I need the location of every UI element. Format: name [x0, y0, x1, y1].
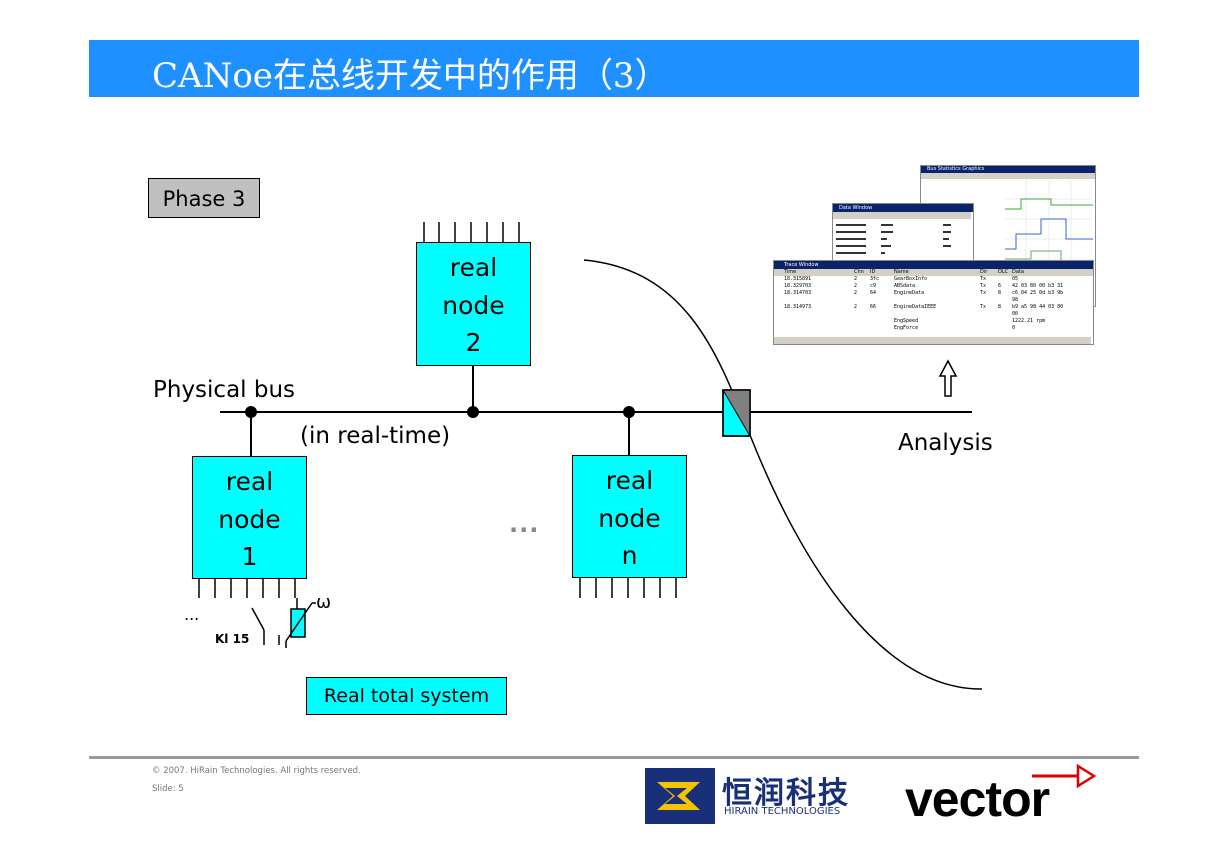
phase-label: Phase 3	[148, 178, 260, 218]
boundary-curve	[583, 259, 983, 690]
data-window-grid	[833, 212, 971, 254]
hirain-chinese-name: 恒润科技	[722, 776, 850, 811]
trace-col-time: Time	[784, 269, 797, 275]
trace-window: Trace Window Time Chn ID Name Dir DLC Da…	[773, 260, 1094, 345]
ellipsis-left: ...	[184, 605, 200, 624]
copyright-text: © 2007. HiRain Technologies. All rights …	[152, 766, 361, 776]
kl15-switch	[251, 607, 280, 645]
statistics-titlebar: Bus Statistics Graphics	[921, 166, 1095, 173]
trace-scrollbar[interactable]	[774, 337, 1091, 344]
up-arrow-icon	[938, 359, 958, 397]
real-total-system-label: Real total system	[306, 677, 507, 715]
noden-line2: node	[598, 503, 661, 533]
node2-line3: 2	[465, 328, 482, 357]
ellipsis-middle: ...	[509, 510, 540, 538]
noden-junction	[623, 406, 635, 418]
realtime-label: (in real-time)	[300, 423, 451, 449]
node2-line1: real	[449, 253, 498, 282]
node1-junction	[245, 406, 257, 418]
noden-pins	[579, 578, 677, 598]
node2-pins	[423, 222, 520, 242]
node1-pins	[198, 579, 296, 598]
node1-line2: node	[218, 504, 281, 534]
trace-titlebar: Trace Window	[774, 261, 1093, 269]
data-window-titlebar: Data Window	[833, 204, 973, 212]
real-node-1: real node 1	[192, 456, 307, 579]
sensor-element	[285, 598, 316, 648]
slide-title: CANoe在总线开发中的作用（3）	[152, 56, 669, 96]
noden-line3: n	[621, 541, 638, 570]
real-node-n: real node n	[572, 455, 687, 578]
real-node-2: real node 2	[416, 242, 531, 366]
trace-col-data: Data	[1012, 269, 1024, 275]
trace-col-dir: Dir	[980, 269, 988, 275]
hirain-logo-icon	[645, 768, 715, 824]
slide-number: Slide: 5	[152, 784, 184, 794]
interface-square-icon	[722, 389, 751, 437]
kl15-label: Kl 15	[215, 632, 250, 646]
title-bar: CANoe在总线开发中的作用（3）	[89, 40, 1139, 97]
footer-divider	[89, 756, 1139, 759]
omega-label: ω	[316, 592, 332, 613]
node2-junction	[467, 406, 479, 418]
noden-line1: real	[605, 466, 654, 495]
node1-line3: 1	[241, 542, 258, 571]
trace-col-id: ID	[870, 269, 876, 275]
node2-line2: node	[442, 290, 505, 320]
trace-header: Time Chn ID Name Dir DLC Data	[774, 269, 1093, 276]
trace-col-dlc: DLC	[998, 269, 1009, 275]
data-window: Data Window	[832, 203, 974, 267]
hirain-english-name: HIRAIN TECHNOLOGIES	[724, 806, 841, 817]
trace-col-name: Name	[894, 269, 909, 275]
node1-line1: real	[225, 467, 274, 496]
physical-bus-label: Physical bus	[153, 377, 296, 403]
trace-col-chn: Chn	[854, 269, 864, 275]
statistics-toolbar	[921, 173, 1095, 179]
vector-logo: vector	[905, 771, 1050, 827]
vector-arrow-icon	[1032, 763, 1097, 789]
analysis-label: Analysis	[898, 430, 993, 456]
